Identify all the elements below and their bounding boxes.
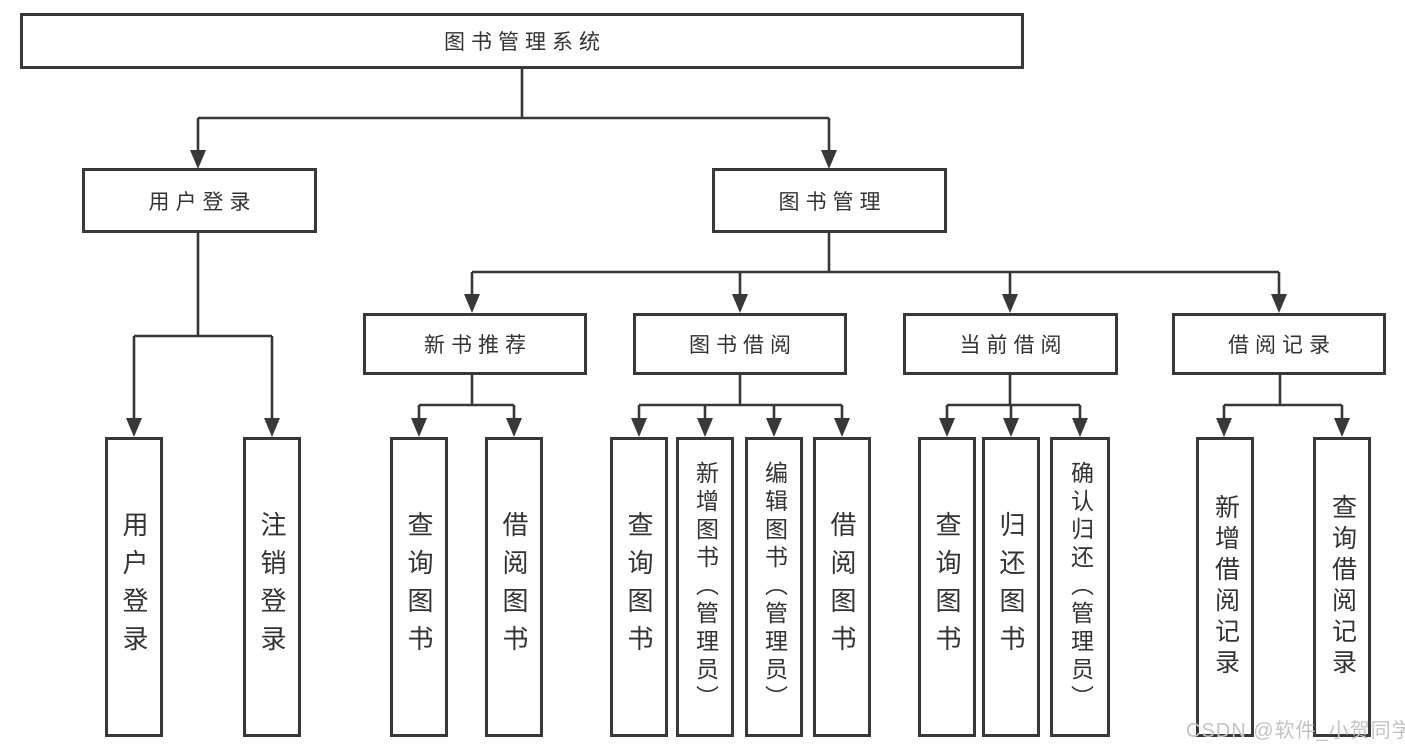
leaf-return-books: 归还图书 xyxy=(982,437,1040,737)
leaf-borrow-books-recommend: 借阅图书 xyxy=(485,437,543,737)
leaf-edit-books-admin: 编辑图书（管理员） xyxy=(745,437,803,737)
node-current-borrow: 当前借阅 xyxy=(903,313,1118,375)
leaf-query-borrow-record: 查询借阅记录 xyxy=(1313,437,1371,737)
node-new-book-recommend: 新书推荐 xyxy=(363,313,587,375)
node-borrow-records: 借阅记录 xyxy=(1172,313,1386,375)
leaf-add-borrow-record: 新增借阅记录 xyxy=(1196,437,1254,737)
leaf-confirm-return-admin: 确认归还（管理员） xyxy=(1050,437,1110,737)
leaf-logout: 注销登录 xyxy=(243,437,301,737)
csdn-watermark: CSDN @软件_小贺同学 xyxy=(1186,720,1405,742)
leaf-user-login: 用户登录 xyxy=(105,437,163,737)
leaf-query-books-borrow: 查询图书 xyxy=(610,437,668,737)
node-root-library-system: 图书管理系统 xyxy=(20,13,1024,69)
node-user-login: 用户登录 xyxy=(82,168,317,233)
node-book-borrow: 图书借阅 xyxy=(633,313,847,375)
leaf-add-books-admin: 新增图书（管理员） xyxy=(676,437,734,737)
node-book-management: 图书管理 xyxy=(712,168,947,233)
leaf-borrow-books: 借阅图书 xyxy=(813,437,871,737)
leaf-query-books-current: 查询图书 xyxy=(918,437,976,737)
leaf-query-books-recommend: 查询图书 xyxy=(390,437,448,737)
